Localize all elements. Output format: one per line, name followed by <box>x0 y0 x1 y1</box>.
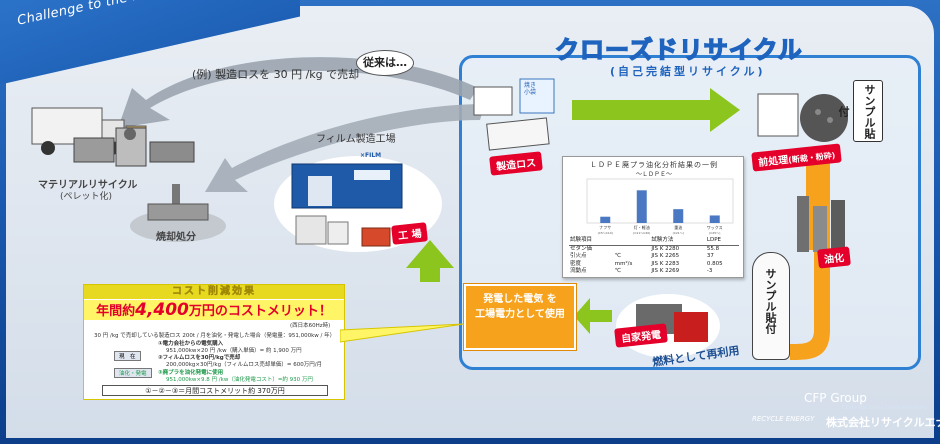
cost-line-1: ①電力会社からの電気購入 <box>158 341 224 347</box>
grey-arrow-to-incinerate <box>205 104 485 192</box>
green-arrow-left <box>574 298 612 334</box>
ldpe-results-card: ＬＤＰＥ廃プラ油化分析結果の一例 ～ＬＤＰＥ～ ナフサ(C5〜C10)灯・軽油(… <box>562 156 744 278</box>
callout-pointer <box>340 323 465 343</box>
results-title: ＬＤＰＥ廃プラ油化分析結果の一例 <box>590 161 718 169</box>
factory-sign: ×FILM <box>360 152 382 159</box>
cost-line-3b: 951,000kw×9.8 円 /kw（油化発電コスト）=約 930 万円 <box>166 377 313 383</box>
power-line-1: 発電した電気 を <box>483 294 557 305</box>
closed-recycle-title: クローズドリサイクル <box>554 35 803 65</box>
green-arrow-right <box>572 88 740 132</box>
sample-label-vial: サンプル貼付 <box>764 268 777 334</box>
green-arrow-up <box>406 240 454 282</box>
closed-recycle-subtitle: (自己完結型リサイクル) <box>610 65 766 78</box>
oilization-tag: 油化 <box>817 246 851 269</box>
sample-vial <box>752 252 790 360</box>
cost-line-1b: 951,000kw×20 円 /kw（購入単価）= 約 1,900 万円 <box>166 348 302 354</box>
cost-line-2: ②フィルムロスを30円/kgで売却 <box>158 355 241 361</box>
recycle-energy-logo: RECYCLE ENERGY <box>752 415 815 423</box>
cost-footer: ①－②－③＝月間コストメリット約 370万円 <box>102 385 328 396</box>
power-line-2: 工場電力として使用 <box>475 309 565 320</box>
example-sale-label: (例) 製造ロスを 30 円 /kg で売却 <box>192 68 360 81</box>
bar-label-0: ナフサ <box>599 224 611 230</box>
now-tag: 現 在 <box>114 351 141 361</box>
cost-header: コスト削減効果 <box>84 285 344 299</box>
cfp-group-tagline: Challenge to the Future Possibility <box>842 405 928 411</box>
film-factory-label: フィルム製造工場 <box>316 134 396 145</box>
bar-sublabel-2: (C21〜) <box>673 231 684 235</box>
bar-3 <box>709 215 720 223</box>
film-roll-icon <box>473 78 555 151</box>
cost-headline: 年間約4,400万円のコストメリット！ <box>84 300 344 320</box>
film-item-text: 焼き 小袋 <box>524 82 537 96</box>
cost-example: 30 円 /kg で売却している製造ロス 200t / 月を油化・発電した場合（… <box>94 333 336 339</box>
results-subtitle: ～ＬＤＰＥ～ <box>635 171 672 178</box>
cost-line-3: ③廃プラを油化発電に使用 <box>158 370 224 376</box>
cfp-group-logo: CFP Group <box>804 391 867 405</box>
sample-label-top: サンプル貼付 <box>837 80 883 142</box>
cost-line-2b: 200,000kg×30円/kg（フィルムロス売却単価）= 600万円/月 <box>166 362 323 368</box>
power-usage-box: 発電した電気 を 工場電力として使用 <box>464 284 576 350</box>
bar-sublabel-0: (C5〜C10) <box>598 231 613 235</box>
bar-2 <box>673 209 684 223</box>
bar-sublabel-1: (C11〜C20) <box>633 231 650 235</box>
cost-note: (西日本60Hz時) <box>290 323 331 329</box>
speech-bubble: 従来は… <box>356 50 414 76</box>
orange-arrow-pipe <box>790 150 830 360</box>
material-recycle-sublabel: (ペレット化) <box>60 192 113 202</box>
ldpe-bar-chart: ナフサ(C5〜C10) 灯・軽油(C11〜C20) 重油(C21〜) ワックス(C25… <box>586 178 734 235</box>
bar-label-3: ワックス <box>707 224 723 230</box>
bar-1 <box>636 190 647 223</box>
company-name: 株式会社リサイクルエナジー <box>826 416 940 429</box>
incinerate-label: 焼却処分 <box>156 232 196 243</box>
material-recycle-label: マテリアルリサイクル <box>38 180 138 191</box>
bar-0 <box>600 216 611 223</box>
incinerator-icon <box>130 184 226 242</box>
table-row: 流動点℃ JIS K 2269-3 <box>570 268 713 274</box>
pellet-pile-icon <box>757 93 848 142</box>
factory-tag: 工 場 <box>391 222 429 245</box>
bar-label-1: 灯・軽油 <box>634 224 650 230</box>
cost-reduction-box: コスト削減効果 年間約4,400万円のコストメリット！ (西日本60Hz時) 3… <box>83 284 345 400</box>
bar-sublabel-3: (C25〜) <box>709 231 720 235</box>
pellet-machine-icon <box>73 127 195 167</box>
bar-label-2: 重油 <box>674 224 682 230</box>
oilization-plant-icon <box>797 196 845 252</box>
oil-power-tag: 油化・発電 <box>114 368 152 378</box>
